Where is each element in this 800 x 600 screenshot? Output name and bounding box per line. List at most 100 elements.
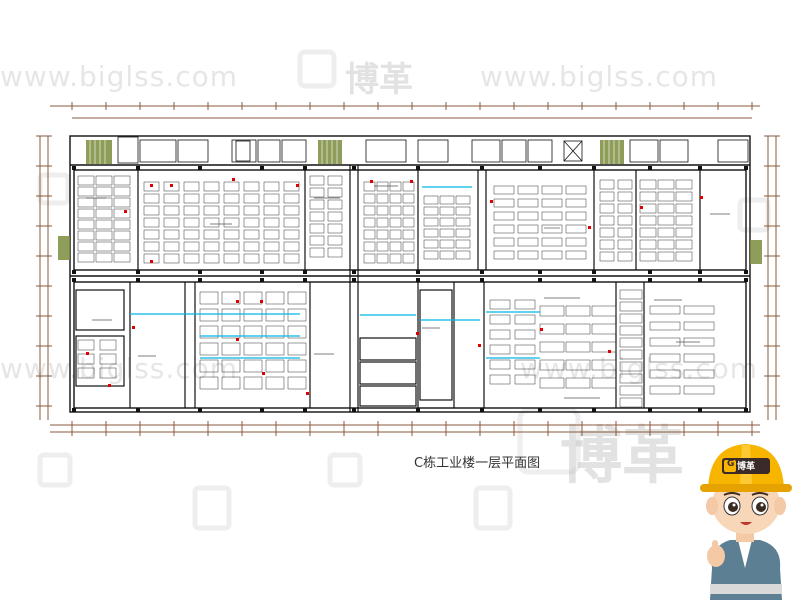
desk <box>389 241 402 252</box>
red-markers <box>86 178 703 395</box>
entrance-stairs <box>58 236 762 264</box>
desk <box>455 228 471 238</box>
desk <box>389 217 402 228</box>
desk <box>619 313 643 324</box>
column-marker <box>538 270 542 274</box>
desk <box>517 198 539 208</box>
desk <box>493 224 515 234</box>
desk <box>327 175 343 186</box>
watermark-brand-1: 博革 <box>345 60 413 100</box>
desk <box>675 203 693 214</box>
desk <box>95 208 113 219</box>
desk <box>265 359 285 373</box>
red-marker <box>478 344 481 347</box>
desk <box>657 215 675 226</box>
desk <box>283 217 300 228</box>
column-marker <box>648 270 652 274</box>
desk <box>493 237 515 247</box>
column-marker <box>303 278 307 282</box>
desk <box>203 193 220 204</box>
desk <box>619 325 643 336</box>
desk <box>363 253 376 264</box>
desk <box>77 219 95 230</box>
desk <box>599 215 615 226</box>
desk <box>439 217 455 227</box>
desk <box>77 339 95 351</box>
desk <box>283 253 300 264</box>
column-marker <box>198 166 202 170</box>
desk <box>565 359 591 371</box>
desk <box>113 252 131 263</box>
elevator-boxes <box>235 140 583 162</box>
desk <box>675 251 693 262</box>
red-marker <box>370 180 373 183</box>
desk <box>657 239 675 250</box>
desk <box>639 179 657 190</box>
red-marker <box>410 180 413 183</box>
desk <box>263 193 280 204</box>
column-marker <box>136 270 140 274</box>
column-marker <box>198 408 202 412</box>
desk <box>163 229 180 240</box>
column-marker <box>352 408 356 412</box>
red-marker <box>150 260 153 263</box>
desk <box>243 325 263 339</box>
desk <box>183 229 200 240</box>
desk <box>143 205 160 216</box>
desk <box>639 215 657 226</box>
column-marker <box>648 408 652 412</box>
red-marker <box>150 184 153 187</box>
column-marker <box>744 166 748 170</box>
desk <box>617 215 633 226</box>
column-marker <box>592 408 596 412</box>
desk <box>223 181 240 192</box>
red-marker <box>640 206 643 209</box>
desk <box>77 197 95 208</box>
desk <box>565 211 587 221</box>
desk <box>657 227 675 238</box>
desk <box>263 217 280 228</box>
desk <box>183 181 200 192</box>
desk <box>287 308 307 322</box>
column-marker <box>72 408 76 412</box>
desk <box>649 353 681 363</box>
column-marker <box>72 166 76 170</box>
desk <box>617 191 633 202</box>
desk <box>183 241 200 252</box>
desk <box>221 376 241 390</box>
desk <box>309 247 325 258</box>
desk <box>539 305 565 317</box>
desk <box>402 241 415 252</box>
desk <box>541 198 563 208</box>
desk <box>599 191 615 202</box>
desk <box>327 247 343 258</box>
desk <box>599 251 615 262</box>
desk <box>639 191 657 202</box>
desk <box>539 323 565 335</box>
desk <box>489 329 511 340</box>
desk <box>675 215 693 226</box>
desk <box>143 181 160 192</box>
red-marker <box>132 326 135 329</box>
lower-partitions <box>75 282 645 408</box>
desk <box>309 175 325 186</box>
desk <box>221 359 241 373</box>
column-marker <box>698 278 702 282</box>
desk <box>363 193 376 204</box>
desk <box>77 175 95 186</box>
desk <box>565 305 591 317</box>
desk <box>591 341 617 353</box>
desk <box>243 291 263 305</box>
desk <box>565 341 591 353</box>
desk <box>683 353 715 363</box>
column-marker <box>698 166 702 170</box>
red-marker <box>416 332 419 335</box>
desk <box>199 325 219 339</box>
desk <box>675 191 693 202</box>
red-marker <box>260 300 263 303</box>
desk <box>402 217 415 228</box>
desk <box>203 253 220 264</box>
desk <box>455 250 471 260</box>
desk <box>113 186 131 197</box>
desk <box>517 250 539 260</box>
